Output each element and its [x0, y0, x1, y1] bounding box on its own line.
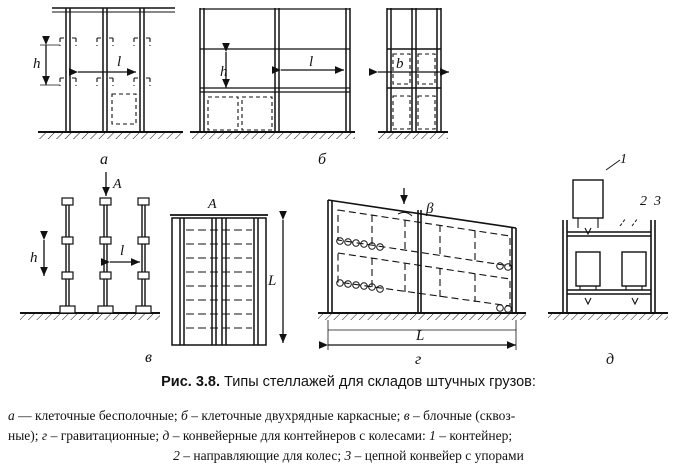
- h-label: h: [33, 56, 41, 72]
- caption-number: Рис. 3.8.: [161, 374, 221, 390]
- panel-d-letter: д: [606, 351, 614, 368]
- h-label: h: [30, 250, 38, 266]
- floor-hatch: [318, 313, 526, 320]
- conveyor-frame: [562, 220, 656, 313]
- floor-hatch: [190, 132, 355, 139]
- view-a-label: A: [112, 177, 122, 192]
- wheels: [577, 218, 643, 306]
- brackets: [59, 197, 152, 314]
- plan-frame: [171, 217, 267, 346]
- legend-line-1: а — клеточные бесполочные; б – клеточные…: [8, 406, 689, 426]
- b-label: b: [396, 56, 404, 72]
- beta-label: β: [425, 201, 434, 217]
- legend-text-a: — клеточные бесполочные;: [14, 408, 182, 423]
- legend-key-1: 1: [429, 428, 436, 443]
- legend-key-2: 2: [173, 448, 180, 463]
- legend-key-b: б: [181, 408, 188, 423]
- legend-text-1: – контейнер;: [435, 428, 513, 443]
- figure-caption: Рис. 3.8. Типы стеллажей для складов шту…: [0, 374, 697, 390]
- panel-d: 1 2 3 д: [548, 152, 668, 368]
- legend-line-2: ные); г – гравитационные; д – конвейерны…: [8, 426, 689, 446]
- floor-hatch: [548, 313, 668, 320]
- legend-line-3: 2 – направляющие для колес; 3 – цепной к…: [8, 446, 689, 466]
- cargo-boxes: [207, 96, 273, 131]
- rollers: [336, 237, 512, 313]
- panel-v: A h l A L в: [20, 172, 287, 366]
- callout-1: 1: [620, 152, 627, 167]
- legend-text-g: – гравитационные;: [47, 428, 163, 443]
- h-label: h: [220, 64, 228, 80]
- panel-g: β L г: [318, 188, 526, 368]
- inclined-containers: [337, 209, 511, 307]
- legend-text-v: – блочные (сквоз-: [409, 408, 516, 423]
- cell-brackets: [59, 37, 151, 125]
- callout-2: 2: [640, 194, 647, 209]
- panel-a: h l а: [33, 7, 183, 168]
- panel-v-letter: в: [145, 349, 152, 366]
- caption-title: Типы стеллажей для складов штучных грузо…: [224, 374, 536, 390]
- guide-rails: [619, 217, 639, 227]
- legend-text-d: – конвейерные для контейнеров с колесами…: [169, 428, 430, 443]
- callout-1-line: [605, 159, 621, 171]
- legend-text-2: – направляющие для колес;: [179, 448, 345, 463]
- l-label: l: [117, 54, 121, 70]
- legend-key-g: г: [41, 428, 48, 443]
- L-label: L: [267, 273, 276, 289]
- section-a-label: A: [207, 197, 217, 212]
- l-label: l: [309, 54, 313, 70]
- legend-text-3: – цепной конвейер с упорами: [351, 448, 524, 463]
- column-posts: [65, 198, 146, 313]
- floor-hatch: [378, 132, 448, 139]
- floor-hatch: [38, 132, 183, 139]
- panel-g-letter: г: [415, 351, 421, 368]
- legend-key-3: 3: [344, 448, 352, 463]
- L-label: L: [415, 328, 424, 344]
- plan-dashed-rows: [186, 229, 252, 329]
- callout-3: 3: [653, 194, 661, 209]
- gravity-frame: [327, 199, 517, 313]
- legend-text-v-cont: ные);: [8, 428, 42, 443]
- panel-a-letter: а: [100, 151, 108, 168]
- panel-b: h l б b: [190, 8, 449, 168]
- legend-text-b: – клеточные двухрядные каркасные;: [187, 408, 404, 423]
- legend-key-d: д: [162, 428, 170, 443]
- l-label: l: [120, 243, 124, 259]
- containers: [572, 179, 647, 287]
- legend-key-v: в: [403, 408, 410, 423]
- legend-key-a: а: [8, 408, 15, 423]
- posts: [65, 8, 145, 132]
- panel-b-letter: б: [318, 151, 327, 168]
- floor-hatch: [20, 313, 160, 320]
